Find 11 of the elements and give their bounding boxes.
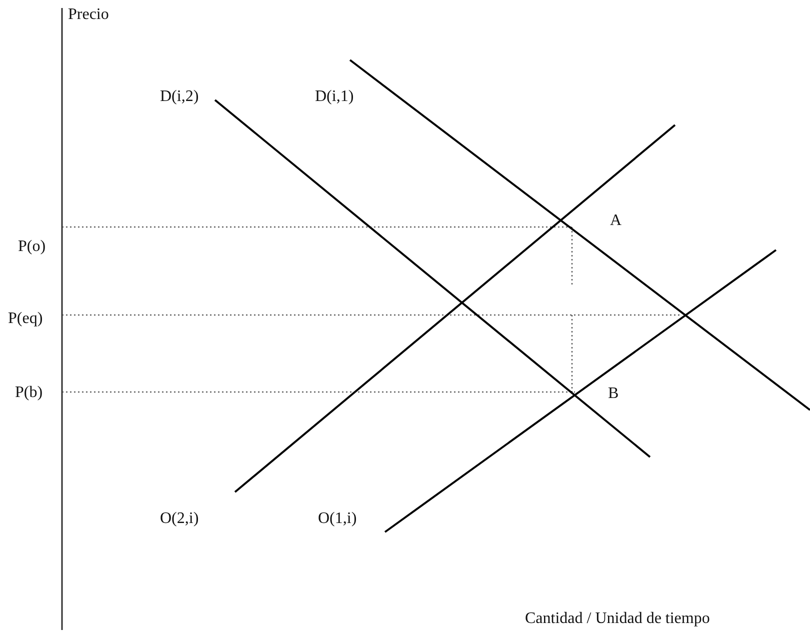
curve-label: D(i,2): [160, 88, 199, 106]
point-label: B: [608, 385, 619, 403]
curve-label: D(i,1): [315, 88, 354, 106]
price-label: P(o): [18, 238, 46, 256]
curve-label: O(2,i): [160, 510, 199, 528]
price-label: P(b): [15, 384, 43, 402]
price-label: P(eq): [8, 310, 43, 328]
axis-title: Cantidad / Unidad de tiempo: [525, 610, 710, 628]
curve-label: O(1,i): [318, 510, 357, 528]
point-label: A: [610, 212, 622, 230]
axis-title: Precio: [68, 6, 109, 24]
